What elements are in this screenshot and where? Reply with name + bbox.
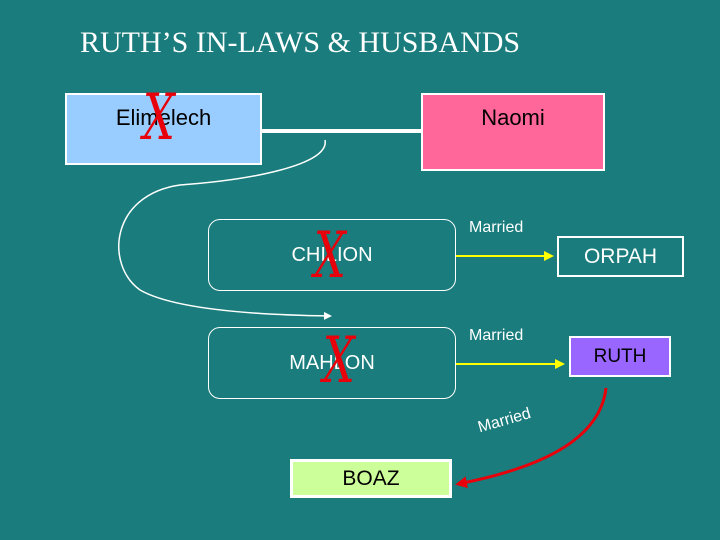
mahlon-box: MAHLON	[208, 327, 456, 399]
ruth-label: RUTH	[593, 345, 647, 367]
boaz-box: BOAZ	[290, 459, 452, 498]
orpah-box: ORPAH	[557, 236, 684, 277]
elimelech-label: Elimelech	[115, 105, 212, 130]
mahlon-label: MAHLON	[289, 351, 375, 374]
naomi-label: Naomi	[481, 105, 545, 130]
descent-curve	[118, 139, 332, 320]
boaz-label: BOAZ	[342, 466, 400, 490]
deceased-mark-elimelech: X	[142, 81, 175, 155]
orpah-label: ORPAH	[583, 244, 658, 268]
ruth-to-boaz-arrow	[455, 387, 608, 489]
married-label-mahlon-ruth: Married	[469, 327, 524, 344]
chilion-label: CHILION	[291, 243, 373, 266]
married-label-chilion-orpah: Married	[469, 219, 524, 236]
ruth-box: RUTH	[569, 336, 671, 377]
naomi-box: Naomi	[421, 93, 605, 171]
deceased-mark-chilion: X	[313, 219, 346, 293]
chilion-box: CHILION	[208, 219, 456, 291]
deceased-mark-mahlon: X	[322, 324, 355, 398]
elimelech-box: Elimelech	[65, 93, 262, 165]
page-title: RUTH’S IN-LAWS & HUSBANDS	[80, 26, 521, 59]
